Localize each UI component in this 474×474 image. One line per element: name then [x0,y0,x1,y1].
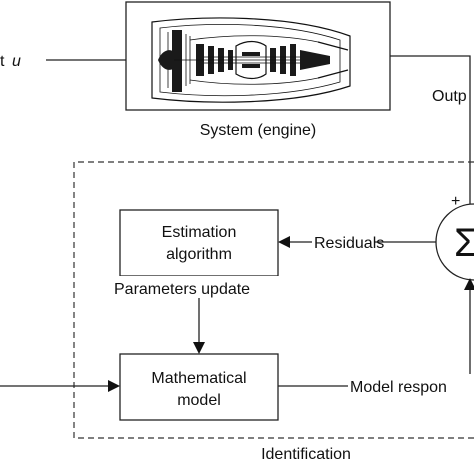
estimation-label-line1: Estimation [162,224,237,241]
plus-sign: + [451,193,460,210]
model-response-wire [278,290,471,387]
parameters-update-label-bg [112,276,288,298]
estimation-label-line2: algorithm [166,246,232,263]
output-label: Outp [432,88,467,105]
model-label-line2: model [177,392,221,409]
input-variable: u [12,53,21,70]
residuals-label: Residuals [314,235,384,252]
input-label: t [0,53,5,70]
model-response-label-bg [348,374,474,396]
model-response-arrowhead [464,278,474,290]
parameters-update-label: Parameters update [114,281,250,298]
model-response-label: Model respon [350,379,447,396]
output-wire [390,55,471,212]
sigma-symbol: Σ [454,221,474,265]
identification-frame [73,161,474,439]
parameters-update-arrowhead [193,342,205,354]
residuals-arrowhead [278,236,290,248]
mathematical-model-box[interactable] [119,353,279,421]
jet-engine-icon [151,17,351,103]
model-input-arrowhead [108,380,120,392]
estimation-algorithm-box[interactable] [119,209,279,277]
model-label-line1: Mathematical [151,370,246,387]
identification-label: Identification [261,446,351,463]
system-label: System (engine) [200,122,317,139]
residuals-label-bg [312,230,374,252]
